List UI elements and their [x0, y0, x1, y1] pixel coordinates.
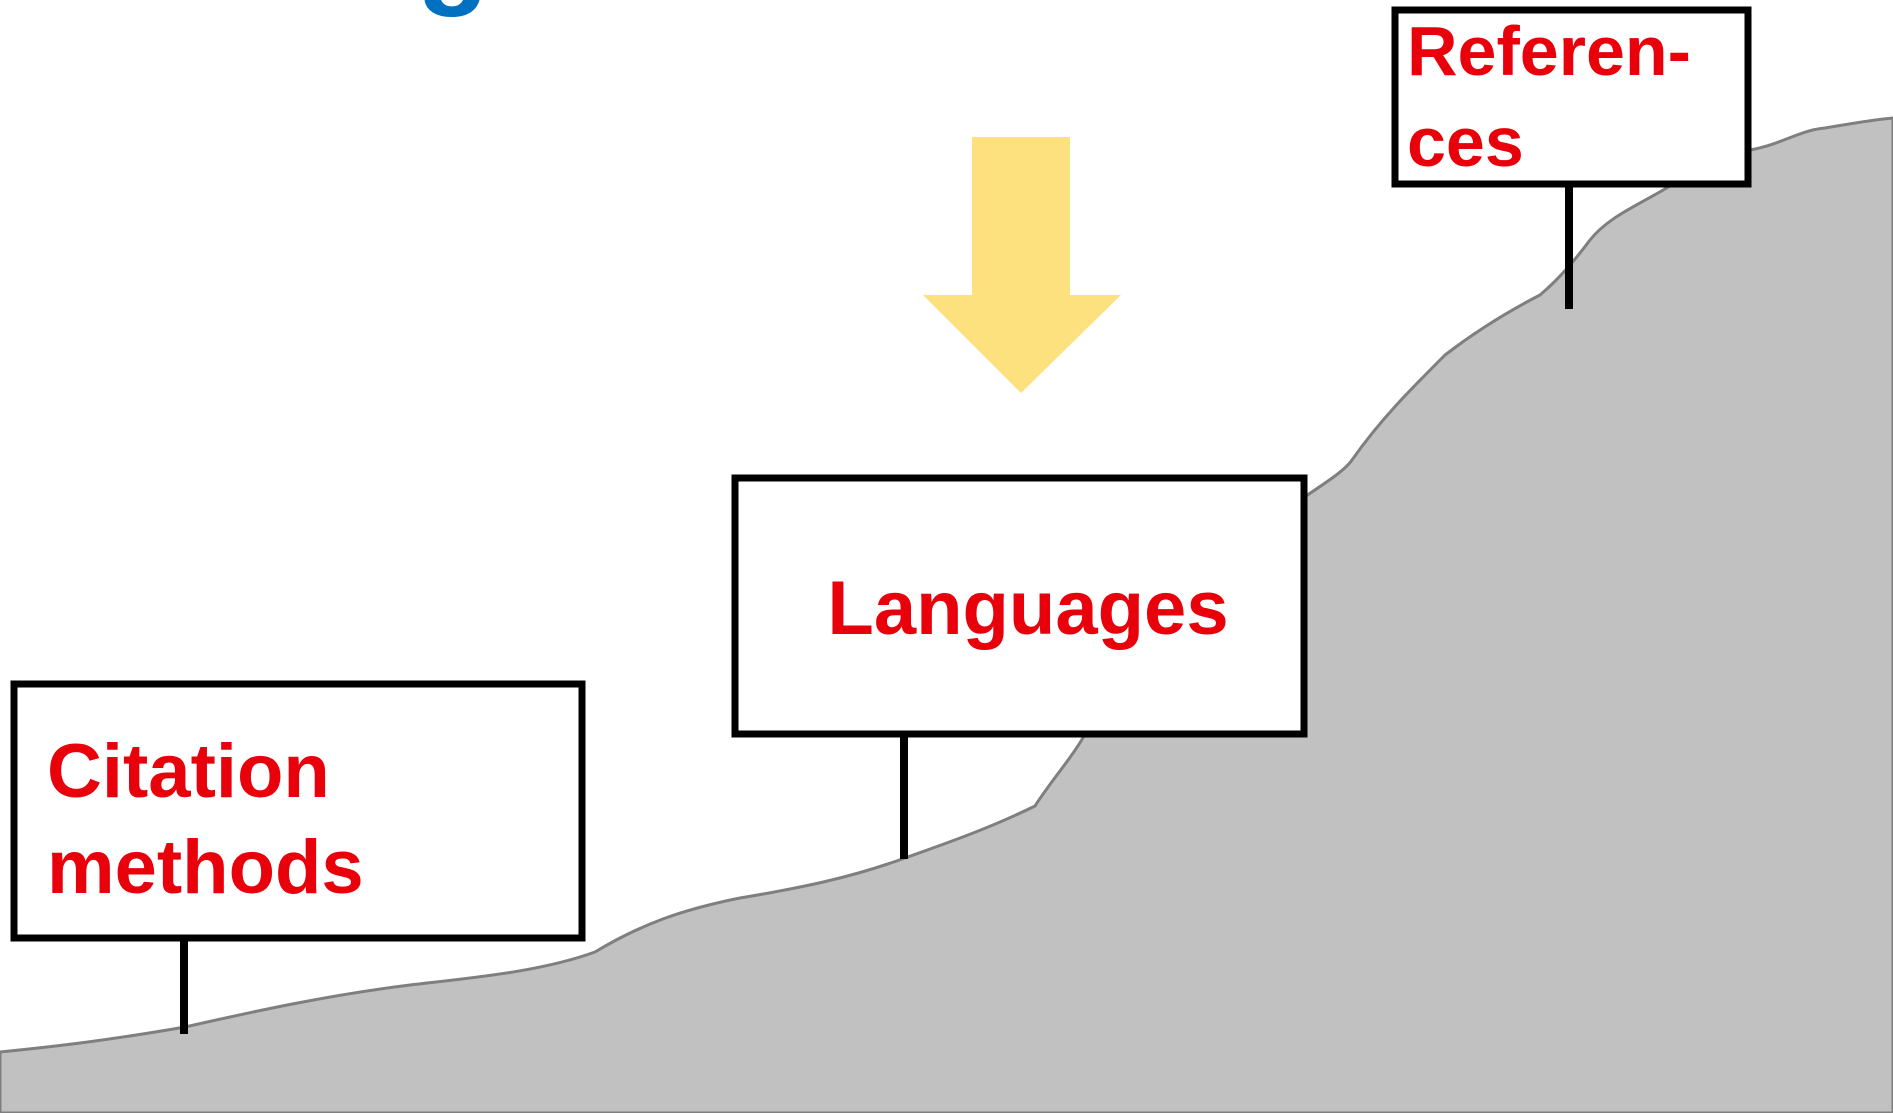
arrow-down-icon	[923, 137, 1121, 393]
references-sign	[1391, 6, 1752, 188]
citation-methods-post	[180, 938, 188, 1034]
languages-label: Languages	[827, 566, 1228, 651]
languages-post	[900, 734, 908, 859]
citation-methods-label-line-2: methods	[47, 825, 364, 910]
references-post	[1565, 185, 1573, 309]
references-label-line-1: Referen-	[1407, 12, 1691, 90]
references-label-line-2: ces	[1407, 103, 1524, 181]
languages-sign	[731, 474, 1308, 738]
citation-methods-label-line-1: Citation	[47, 729, 330, 814]
citation-methods-sign	[10, 680, 586, 942]
title-fragment: g	[417, 0, 489, 18]
